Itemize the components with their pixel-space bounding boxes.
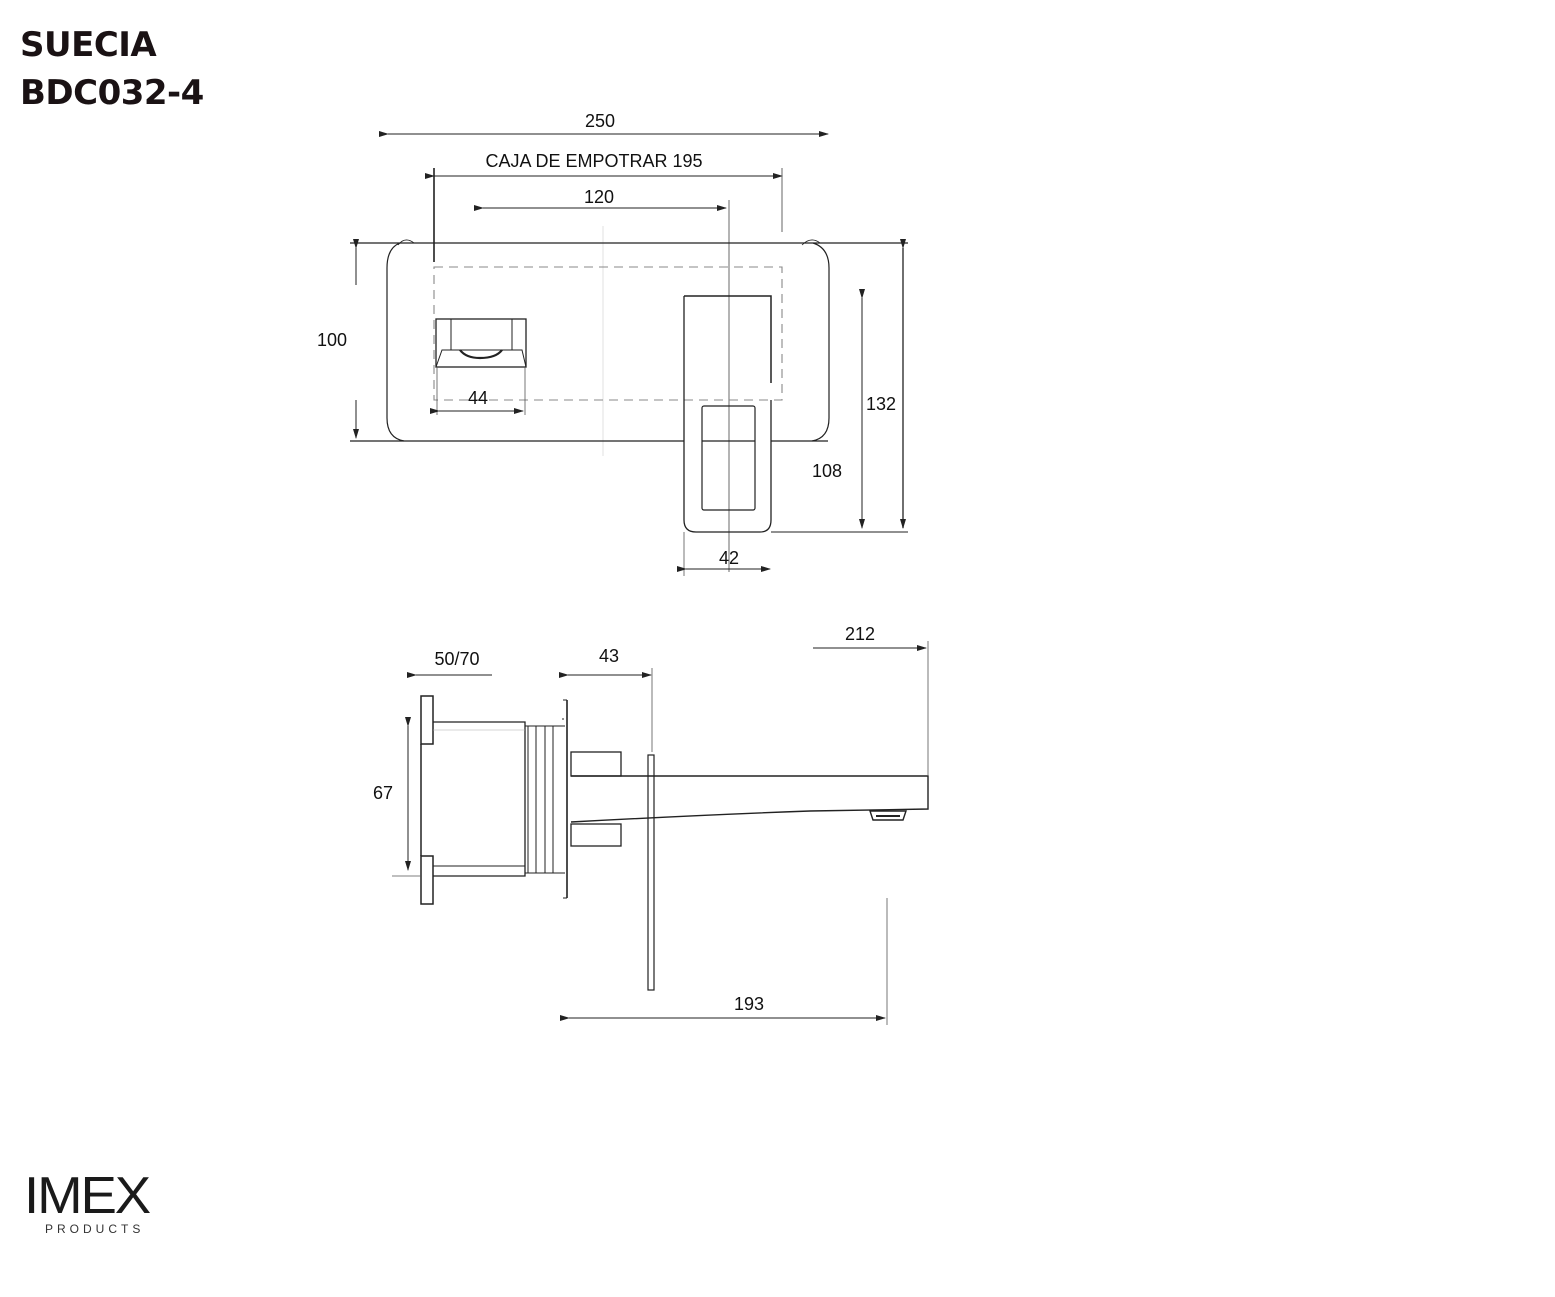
- dim-spout-height: 108: [812, 461, 842, 481]
- dim-handle-width: 44: [468, 388, 488, 408]
- logo-tagline: PRODUCTS: [45, 1222, 145, 1236]
- dim-wall-depth: 50/70: [434, 649, 479, 669]
- dim-center-distance: 120: [584, 187, 614, 207]
- dim-overall-width: 250: [585, 111, 615, 131]
- dim-box-height: 67: [373, 783, 393, 803]
- dim-total-height: 132: [866, 394, 896, 414]
- side-view: [392, 641, 929, 1025]
- dim-plate-height: 100: [317, 330, 347, 350]
- dim-spout-width: 42: [719, 548, 739, 568]
- dim-total-projection: 212: [845, 624, 875, 644]
- logo-wordmark: IMEX: [24, 1167, 151, 1225]
- model-name: SUECIA: [20, 25, 157, 65]
- dim-embed-box: CAJA DE EMPOTRAR 195: [485, 151, 702, 171]
- brand-logo: IMEX PRODUCTS: [24, 1170, 164, 1236]
- front-view: [350, 131, 908, 576]
- dim-plate-offset: 43: [599, 646, 619, 666]
- dim-spout-reach: 193: [734, 994, 764, 1014]
- model-code: BDC032-4: [20, 73, 204, 113]
